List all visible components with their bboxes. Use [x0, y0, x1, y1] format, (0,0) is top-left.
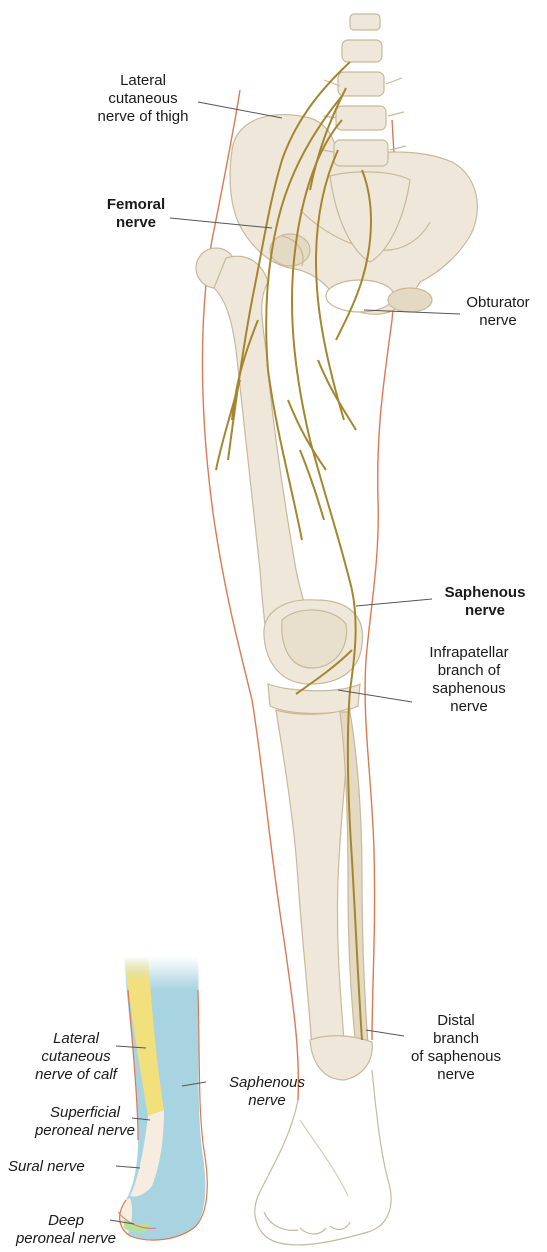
label-distal-branch-saphenous: Distal branch of saphenous nerve [394, 1012, 518, 1084]
label-superficial-peroneal-nerve: Superficial peroneal nerve [28, 1104, 142, 1140]
label-infrapatellar-branch: Infrapatellar branch of saphenous nerve [414, 644, 524, 716]
label-obturator-nerve: Obturator nerve [456, 294, 540, 330]
label-lateral-cutaneous-nerve-of-calf: Lateral cutaneous nerve of calf [24, 1030, 128, 1084]
label-deep-peroneal-nerve: Deep peroneal nerve [8, 1212, 124, 1248]
label-femoral-nerve: Femoral nerve [96, 196, 176, 232]
label-inset-saphenous-nerve: Saphenous nerve [212, 1074, 322, 1110]
knee [264, 600, 363, 714]
inset-lower-leg [110, 956, 207, 1240]
label-saphenous-nerve: Saphenous nerve [430, 584, 540, 620]
label-sural-nerve: Sural nerve [8, 1158, 118, 1176]
femur [196, 236, 316, 648]
label-lateral-cutaneous-nerve-of-thigh: Lateral cutaneous nerve of thigh [88, 72, 198, 126]
lower-leg-bones [276, 708, 372, 1080]
